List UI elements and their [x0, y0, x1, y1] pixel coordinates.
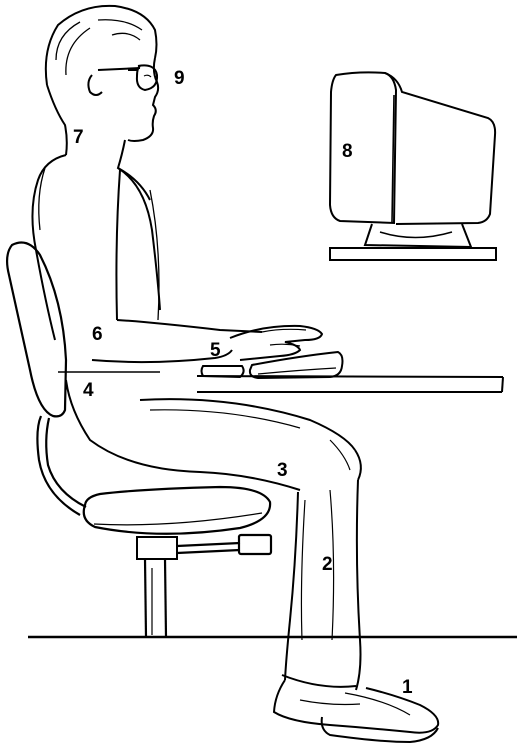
- callout-2: 2: [322, 555, 333, 575]
- monitor: [330, 72, 496, 260]
- callout-6: 6: [92, 325, 103, 345]
- desk: [197, 376, 503, 392]
- keyboard: [250, 352, 343, 378]
- callout-3: 3: [277, 461, 288, 481]
- seated-person: [32, 6, 438, 742]
- callout-1: 1: [402, 678, 413, 698]
- callout-9: 9: [174, 69, 185, 89]
- callout-8: 8: [342, 142, 353, 162]
- callout-5: 5: [210, 341, 221, 361]
- callout-4: 4: [83, 381, 94, 401]
- callout-7: 7: [73, 128, 84, 148]
